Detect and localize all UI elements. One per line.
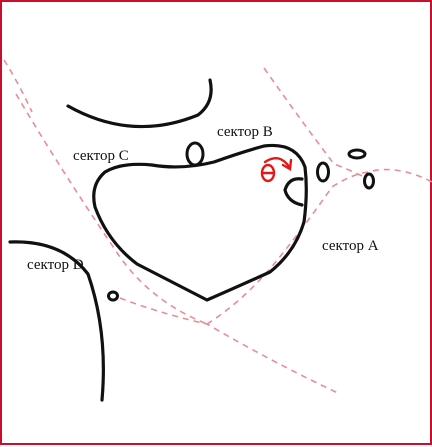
island-small-d (107, 290, 119, 302)
top-arc-outline (66, 78, 213, 129)
rotation-marker (260, 156, 293, 183)
sector-boundaries (3, 59, 432, 395)
boundary-left-edge (3, 59, 33, 113)
label-sector-a: сектор A (322, 238, 379, 254)
left-curve-outline (8, 240, 105, 402)
boundary-bottom (119, 297, 341, 395)
island-right-flat (347, 148, 367, 160)
island-right-2 (363, 172, 375, 190)
rotation-arrow-icon (263, 156, 292, 170)
islands (107, 141, 375, 302)
central-blob-outline (92, 143, 308, 302)
blob-notch-outline (283, 177, 304, 207)
boundary-left-diagonal (15, 93, 208, 325)
label-sector-b: сектор B (217, 124, 273, 140)
boundary-top-right (263, 67, 365, 178)
label-sector-d: сектор D (27, 257, 84, 273)
label-sector-c: сектор C (73, 148, 129, 164)
boundary-right-lower (206, 168, 432, 325)
island-right-1 (316, 161, 330, 183)
island-left-of-b (185, 141, 205, 167)
